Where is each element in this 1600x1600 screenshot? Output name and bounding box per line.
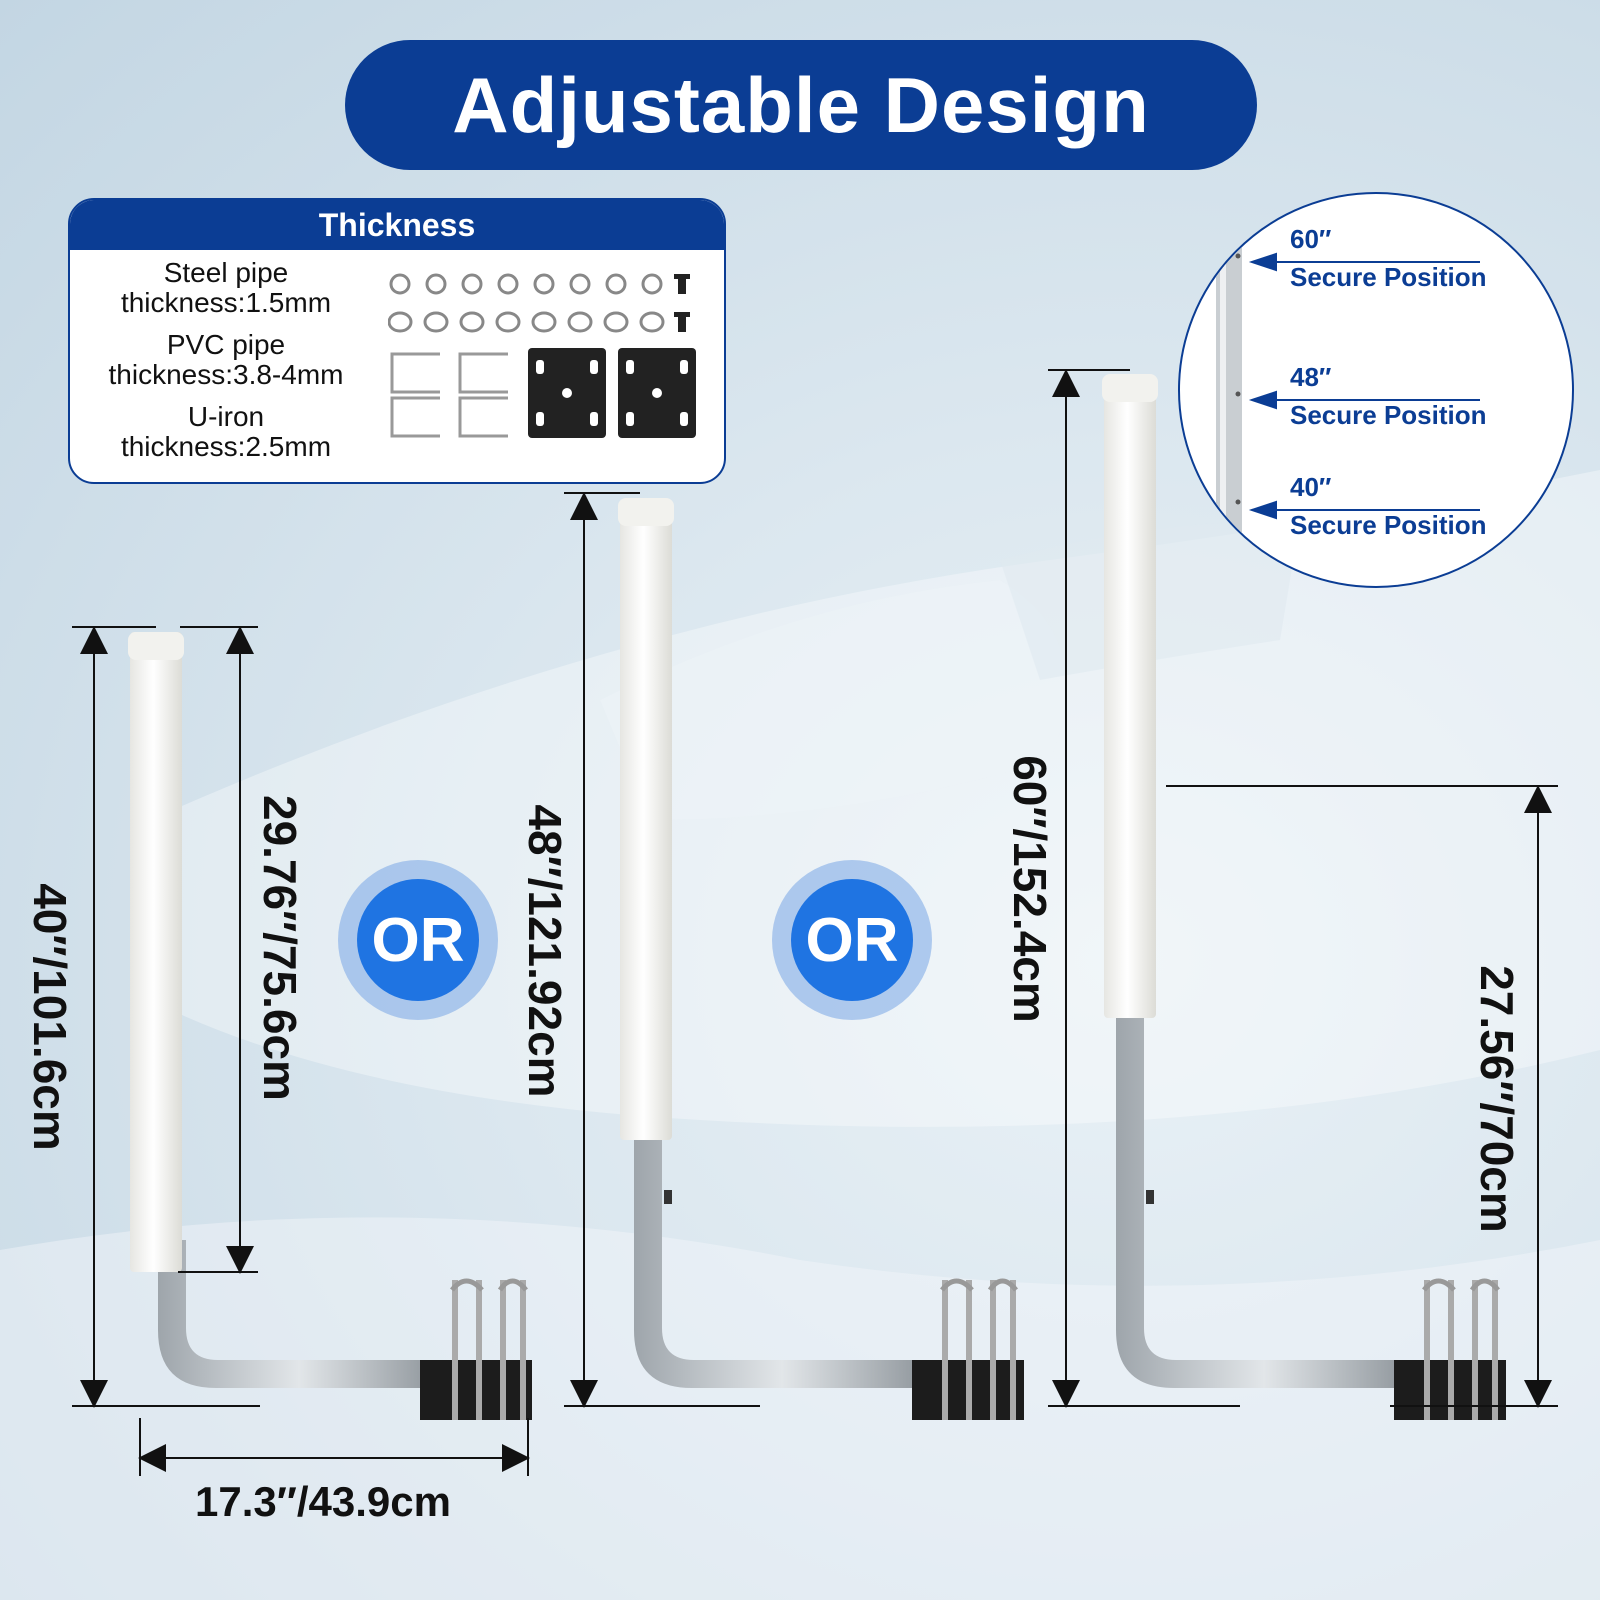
or-badge: OR [338, 860, 498, 1020]
secure-position-label: Secure Position [1290, 400, 1487, 430]
pole-60-inch [1102, 374, 1506, 1420]
pole-48-inch [618, 498, 1024, 1420]
secure-position-height: 60″ [1290, 224, 1332, 254]
dimension-lines [72, 369, 1558, 1476]
spec-steel-pipe: Steel pipe thickness:1.5mm [70, 258, 382, 318]
pole1-total-height-label: 40″/101.6cm [24, 883, 76, 1151]
or-badge: OR [772, 860, 932, 1020]
spec-label: U-iron [187, 401, 265, 432]
or-label: OR [357, 879, 479, 1001]
spec-label: Steel pipe [163, 257, 289, 288]
pole-closeup [1216, 194, 1480, 586]
spec-pvc-pipe: PVC pipe thickness:3.8-4mm [70, 330, 382, 390]
secure-position-label: Secure Position [1290, 510, 1487, 540]
pole3-steel-height-label: 27.56″/70cm [1471, 965, 1523, 1233]
spec-value: thickness:2.5mm [120, 431, 332, 462]
pole-40-inch [128, 632, 532, 1420]
secure-position-height: 40″ [1290, 472, 1332, 502]
thickness-panel: Thickness Steel pipe thickness:1.5mm PVC… [68, 198, 726, 484]
u-bolts [390, 352, 508, 438]
secure-position-callout: 60″ Secure Position 48″ Secure Position … [1178, 192, 1574, 588]
base-length-label: 17.3″/43.9cm [195, 1478, 451, 1525]
spec-u-iron: U-iron thickness:2.5mm [70, 402, 382, 462]
or-label: OR [791, 879, 913, 1001]
spec-label: PVC pipe [166, 329, 286, 360]
secure-position-height: 48″ [1290, 362, 1332, 392]
pole1-pvc-length-label: 29.76″/75.6cm [254, 795, 306, 1101]
pole2-total-height-label: 48″/121.92cm [519, 804, 571, 1098]
nut-row [389, 273, 663, 295]
spec-value: thickness:3.8-4mm [108, 359, 344, 390]
pole3-total-height-label: 60″/152.4cm [1004, 755, 1056, 1023]
page-title: Adjustable Design [345, 40, 1257, 170]
spec-value: thickness:1.5mm [120, 287, 332, 318]
washer-row [388, 311, 665, 333]
hardware-kit-icon [388, 273, 696, 438]
secure-position-label: Secure Position [1290, 262, 1487, 292]
thickness-heading: Thickness [70, 200, 724, 250]
